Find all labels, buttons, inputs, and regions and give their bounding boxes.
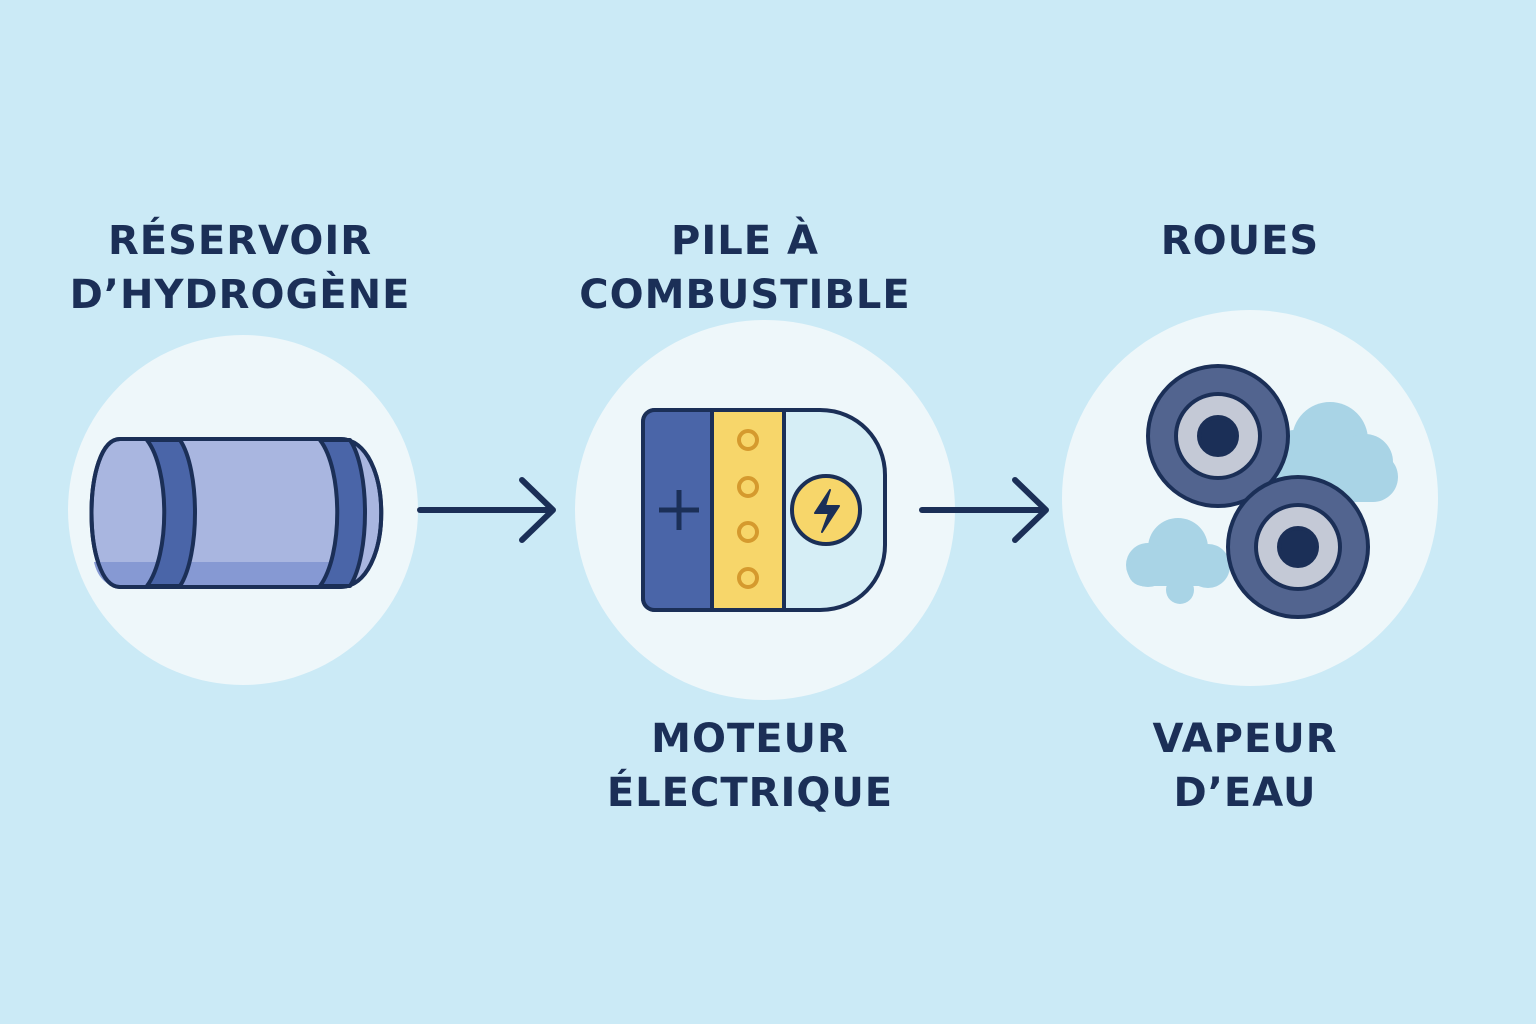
flow-arrow-1 <box>417 477 556 543</box>
flow-arrow-2 <box>919 477 1049 543</box>
wheels-icon <box>1146 364 1370 619</box>
tank-label: RÉSERVOIR D’HYDROGÈNE <box>69 218 411 318</box>
wheels-label: ROUES <box>1160 218 1320 264</box>
hydrogen-tank-icon <box>89 437 384 589</box>
cloud-icon-small <box>1126 518 1230 604</box>
electric-motor-label: MOTEUR ÉLECTRIQUE <box>606 716 894 816</box>
fuel-cell-icon <box>641 408 887 612</box>
fuel-cell-label: PILE À COMBUSTIBLE <box>579 218 911 318</box>
water-vapor-label: VAPEUR D’EAU <box>1152 716 1338 816</box>
